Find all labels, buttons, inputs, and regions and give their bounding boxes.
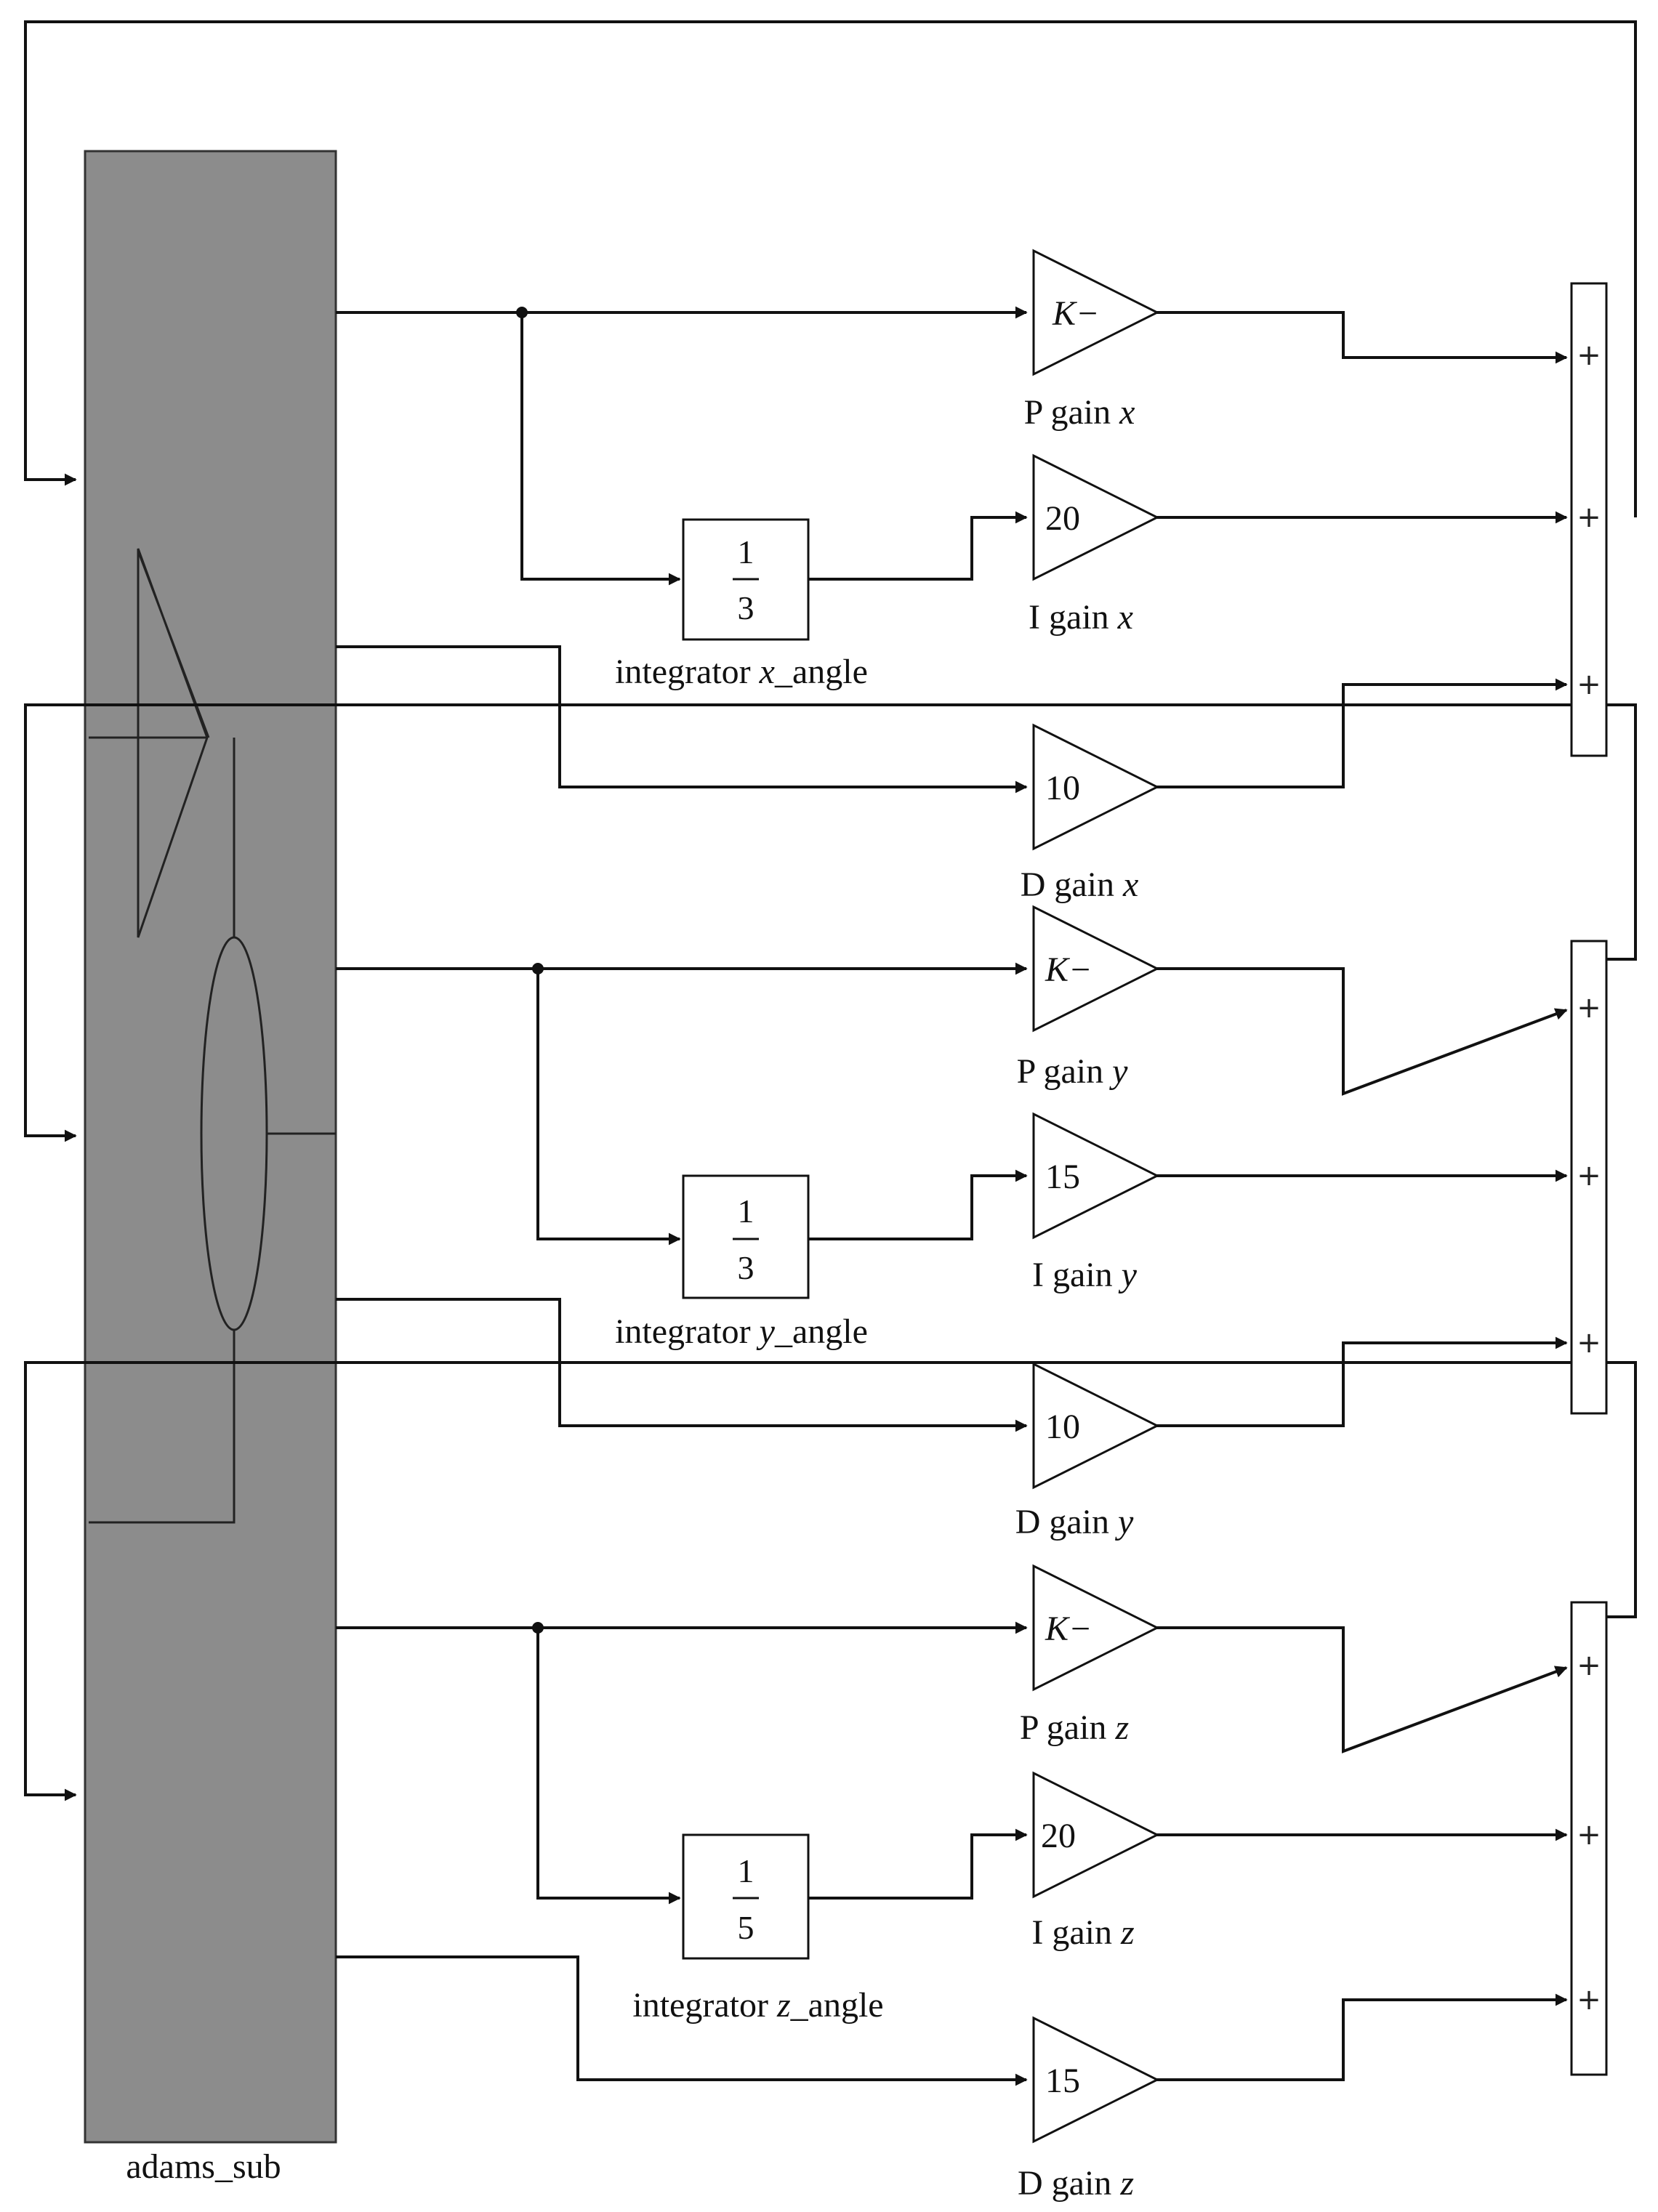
p-gain-z-label: P gain z — [1020, 1708, 1130, 1747]
wire-pout-x — [1156, 311, 1568, 364]
feedback-wires — [24, 20, 1637, 1801]
d-gain-z-value: 15 — [1045, 2062, 1080, 2100]
wire-int-out-y — [808, 1169, 1028, 1240]
sum-z-sign-1: + — [1577, 1649, 1601, 1682]
integrator-x-denominator: 3 — [738, 589, 754, 626]
wire-int-out-x — [808, 511, 1028, 581]
wire-int-in-x — [520, 312, 681, 586]
sum-y-sign-1: + — [1577, 991, 1601, 1025]
i-gain-x-value: 20 — [1045, 499, 1080, 538]
integrator-y-block[interactable]: 1 3 — [682, 1174, 810, 1299]
i-gain-y-value: 15 — [1045, 1158, 1080, 1196]
sum-x-sign-2: + — [1577, 501, 1601, 534]
p-gain-y-label: P gain y — [1017, 1052, 1129, 1091]
d-gain-x-value: 10 — [1045, 769, 1080, 807]
i-gain-y-block[interactable]: 15 — [1032, 1112, 1160, 1240]
i-gain-x-label: I gain x — [1029, 598, 1133, 637]
integrator-y-numerator: 1 — [738, 1192, 754, 1230]
integrator-x-numerator: 1 — [738, 533, 754, 570]
sum-x-sign-3: + — [1577, 668, 1601, 701]
wire-d-z — [336, 1955, 1028, 2086]
d-gain-y-value: 10 — [1045, 1408, 1080, 1446]
integrator-z-denominator: 5 — [738, 1909, 754, 1946]
feedback-wire-y — [24, 703, 1637, 1142]
sum-block-y[interactable]: + + + — [1570, 940, 1608, 1415]
wire-dout-y — [1156, 1336, 1568, 1427]
p-gain-x-label: P gain x — [1024, 393, 1135, 432]
wire-pout-y — [1156, 967, 1568, 1096]
wire-d-y — [336, 1298, 1028, 1432]
wire-dout-z — [1156, 1993, 1568, 2081]
p-gain-x-block[interactable]: K− — [1032, 249, 1160, 376]
integrator-y-label: integrator y_angle — [615, 1312, 868, 1351]
wire-int-out-z — [808, 1828, 1028, 1900]
i-gain-z-block[interactable]: 20 — [1032, 1771, 1160, 1899]
p-gain-z-value: K− — [1045, 1610, 1092, 1648]
d-gain-y-block[interactable]: 10 — [1032, 1362, 1160, 1490]
d-gain-x-block[interactable]: 10 — [1032, 723, 1160, 851]
d-gain-z-block[interactable]: 15 — [1032, 2016, 1160, 2144]
sum-y-sign-3: + — [1577, 1326, 1601, 1360]
sum-z-sign-2: + — [1577, 1818, 1601, 1852]
p-gain-x-value: K− — [1052, 294, 1099, 333]
i-gain-x-block[interactable]: 20 — [1032, 453, 1160, 581]
integrator-z-numerator: 1 — [738, 1852, 754, 1889]
channel-z: K− P gain z 1 5 integrator z_angle 20 I … — [336, 1564, 1608, 2203]
subsystem-ellipse-glyph — [200, 936, 268, 1331]
wire-pout-z — [1156, 1626, 1568, 1753]
channel-y: K− P gain y 1 3 integrator y_angle 15 I … — [336, 905, 1608, 1541]
p-gain-y-value: K− — [1045, 950, 1092, 989]
channel-x: K− P gain x 1 3 integrator x_angle 20 I … — [336, 249, 1608, 904]
p-gain-z-block[interactable]: K− — [1032, 1564, 1160, 1692]
wire-dout-x — [1156, 678, 1568, 788]
sum-y-sign-2: + — [1577, 1159, 1601, 1192]
integrator-x-label: integrator x_angle — [615, 653, 868, 691]
d-gain-y-label: D gain y — [1015, 1503, 1134, 1541]
i-gain-z-label: I gain z — [1031, 1913, 1135, 1952]
integrator-x-block[interactable]: 1 3 — [682, 518, 810, 641]
i-gain-z-value: 20 — [1041, 1817, 1076, 1855]
d-gain-z-label: D gain z — [1018, 2164, 1134, 2203]
integrator-z-label: integrator z_angle — [632, 1986, 883, 2025]
subsystem-glyph-lines — [89, 736, 336, 1524]
wire-d-x — [336, 645, 1028, 794]
i-gain-y-label: I gain y — [1032, 1256, 1138, 1294]
adams-sub-label: adams_sub — [126, 2147, 281, 2186]
sum-z-sign-3: + — [1577, 1983, 1601, 2017]
d-gain-x-label: D gain x — [1021, 865, 1139, 904]
adams-sub-block[interactable] — [84, 150, 337, 2144]
subsystem-triangle-glyph — [137, 548, 210, 938]
wire-int-in-y — [536, 969, 681, 1246]
integrator-z-block[interactable]: 1 5 — [682, 1833, 810, 1960]
sum-block-x[interactable]: + + + — [1570, 282, 1608, 757]
integrator-y-denominator: 3 — [738, 1249, 754, 1286]
sum-block-z[interactable]: + + + — [1570, 1601, 1608, 2076]
p-gain-y-block[interactable]: K− — [1032, 905, 1160, 1033]
feedback-wire-z — [24, 1361, 1637, 1801]
sum-x-sign-1: + — [1577, 339, 1601, 372]
wire-int-in-z — [536, 1628, 681, 1905]
feedback-wire-x — [24, 20, 1637, 517]
